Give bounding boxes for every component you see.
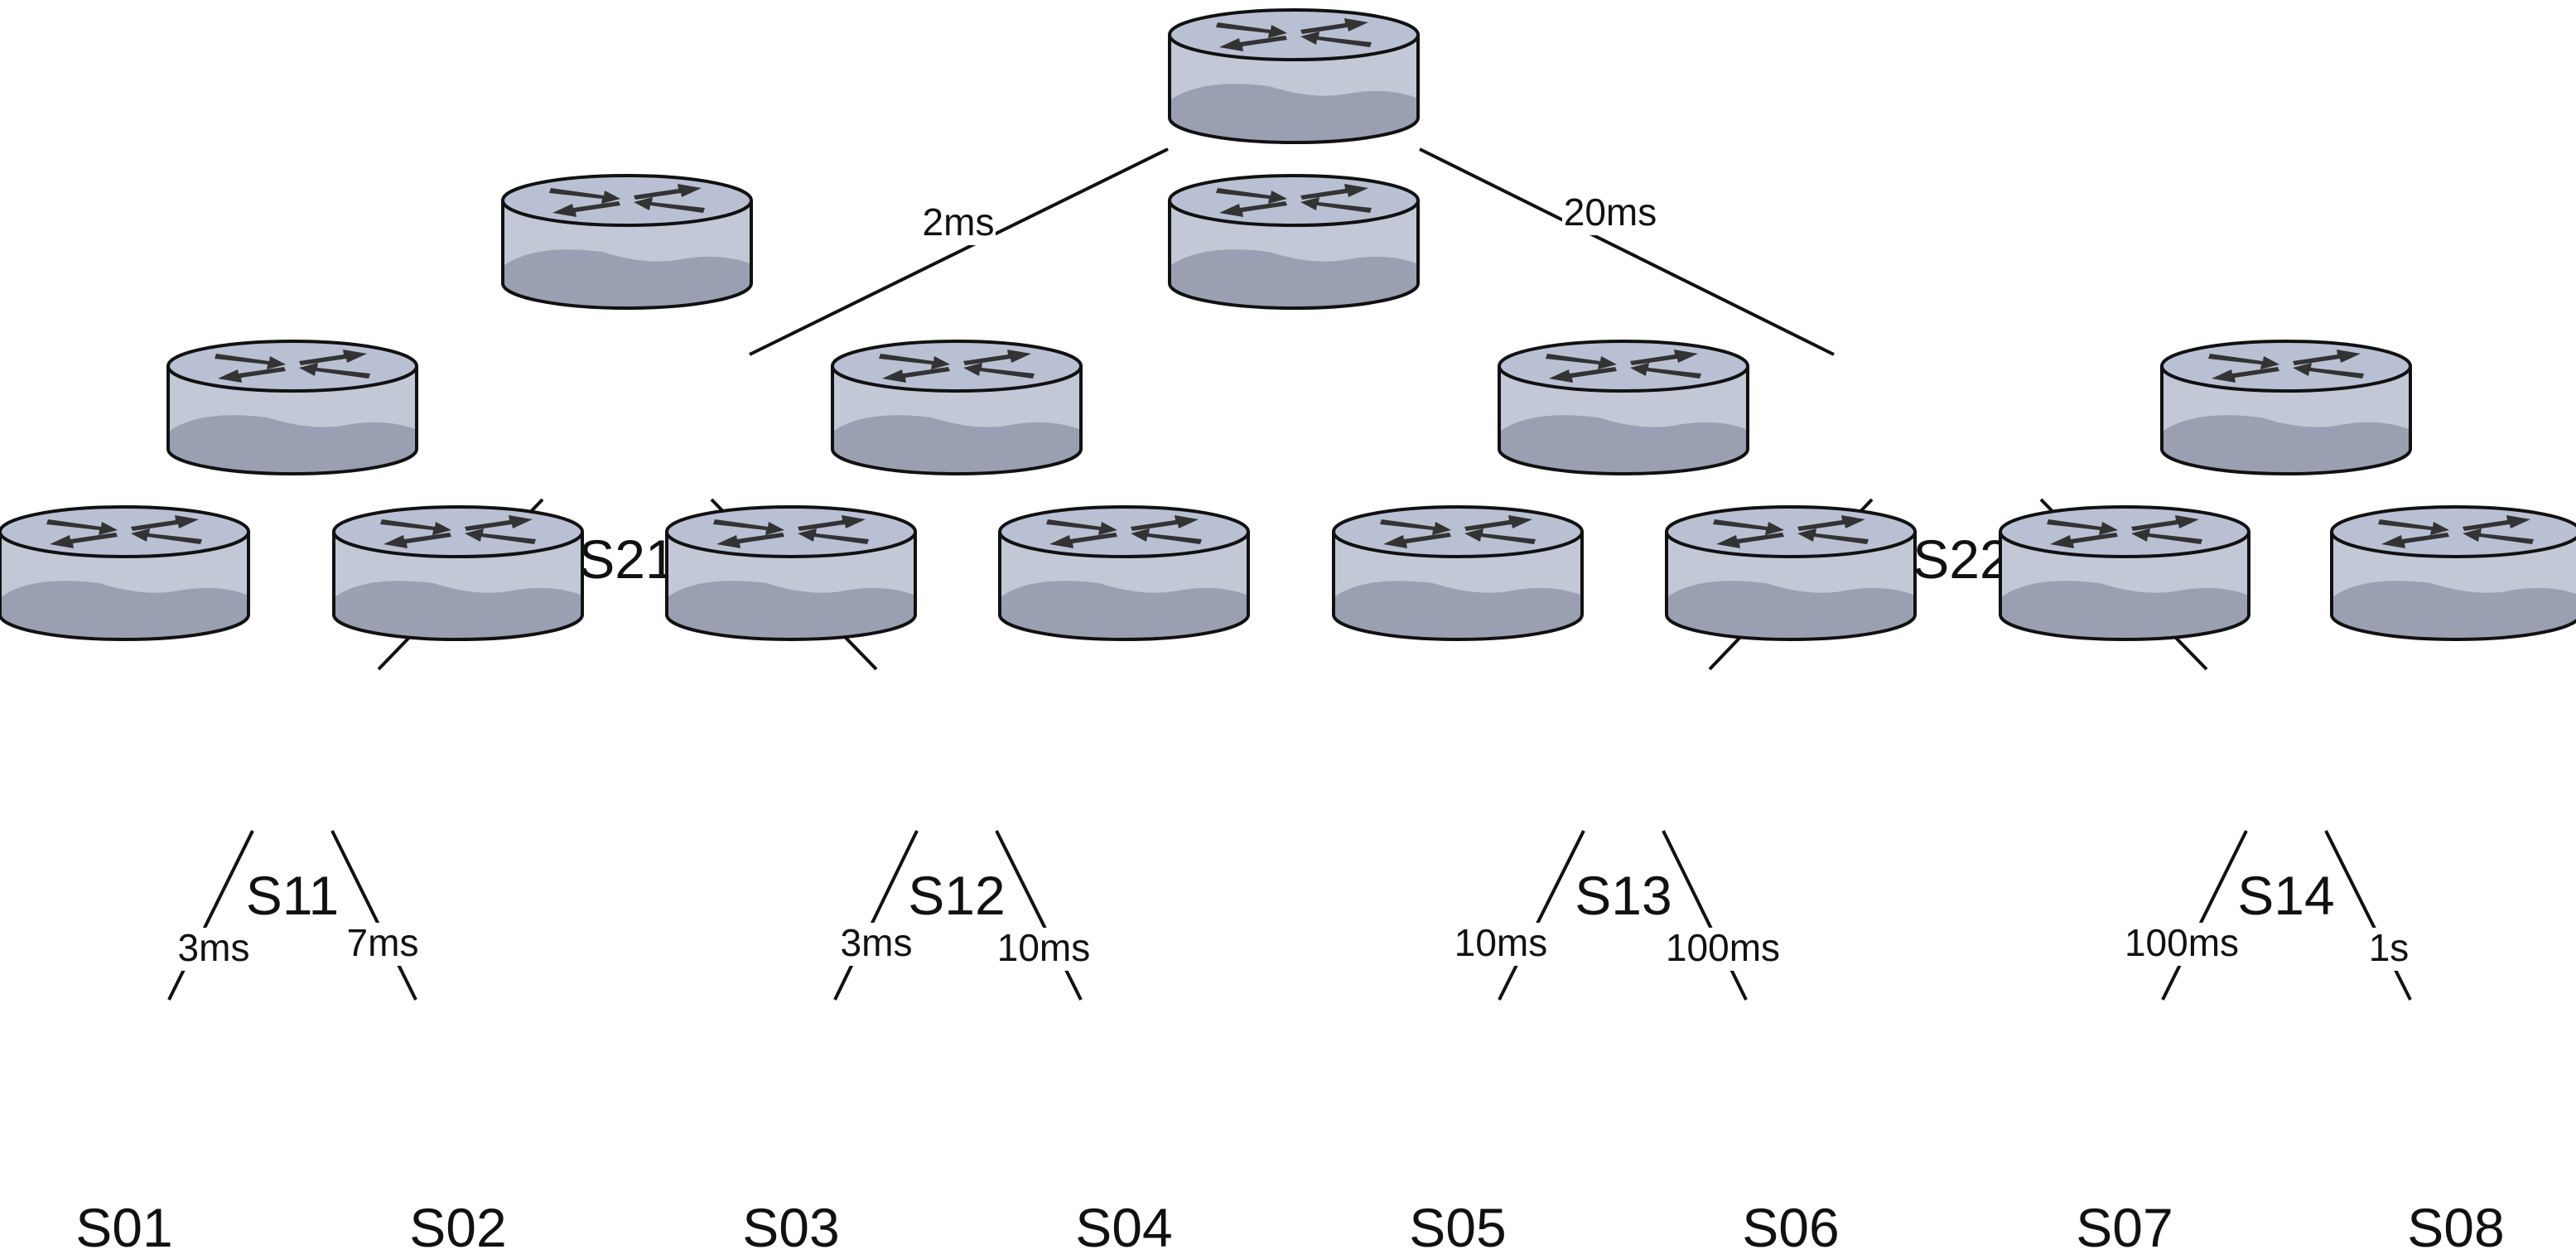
latency-label-s11-s02: 7ms: [347, 921, 419, 964]
node-label-s08: S08: [2407, 1197, 2504, 1258]
link-s12-s04: [995, 830, 1083, 1001]
node-label-s11: S11: [246, 865, 340, 926]
node-label-s01: S01: [75, 1197, 172, 1258]
router-icon: [166, 340, 418, 475]
link-s14-s08: [2324, 830, 2412, 1001]
router-icon: [1665, 505, 1917, 641]
router-icon: [332, 505, 584, 641]
node-label-s12: S12: [908, 865, 1005, 926]
link-s13-s05: [1498, 830, 1585, 1001]
node-label-s22: S22: [1913, 528, 2009, 590]
router-icon: [1999, 505, 2250, 641]
latency-label-background: [996, 928, 1092, 971]
latency-label-background: [345, 923, 420, 966]
link-s13-s06: [1662, 830, 1748, 1001]
latency-label-background: [1453, 923, 1549, 966]
latency-label-s11-s01: 3ms: [178, 926, 250, 969]
node-label-s21: S21: [578, 528, 675, 590]
latency-label-background: [1562, 192, 1658, 235]
link-s31-s22: [1419, 147, 1835, 356]
router-icon: [831, 340, 1083, 475]
link-s14-s07: [2161, 830, 2248, 1001]
link-s11-s01: [167, 830, 254, 1001]
latency-label-background: [2362, 928, 2415, 971]
node-label-s06: S06: [1742, 1197, 1839, 1258]
node-label-s07: S07: [2076, 1197, 2173, 1258]
nodes-layer: S31S21S22S11S12S13S14S01S02S03S04S05S06S…: [0, 8, 2576, 1258]
router-icon: [1498, 340, 1749, 475]
node-label-s02: S02: [409, 1197, 506, 1258]
latency-label-background: [2123, 923, 2241, 966]
latency-label-s31-s22: 20ms: [1564, 191, 1657, 234]
link-s11-s02: [330, 830, 417, 1001]
node-label-s04: S04: [1075, 1197, 1172, 1258]
link-s31-s21: [749, 147, 1169, 356]
latency-label-background: [176, 928, 251, 971]
latency-label-s13-s06: 100ms: [1666, 926, 1780, 969]
node-label-s05: S05: [1409, 1197, 1506, 1258]
latency-label-s14-s08: 1s: [2369, 926, 2410, 969]
node-label-s13: S13: [1575, 865, 1672, 926]
latency-label-s12-s03: 3ms: [841, 921, 913, 964]
router-icon: [1168, 174, 1420, 310]
router-icon: [501, 174, 753, 310]
router-icon: [2160, 340, 2412, 475]
latency-label-background: [1664, 928, 1782, 971]
latency-label-background: [839, 923, 914, 966]
latency-label-s12-s04: 10ms: [997, 926, 1090, 969]
node-label-s03: S03: [742, 1197, 839, 1258]
latency-label-s31-s21: 2ms: [923, 200, 995, 244]
router-icon: [998, 505, 1250, 641]
link-s12-s03: [833, 830, 919, 1001]
router-icon: [2330, 505, 2576, 641]
latency-label-s13-s05: 10ms: [1454, 921, 1547, 964]
latency-label-background: [921, 202, 996, 245]
router-icon: [665, 505, 917, 641]
router-icon: [1332, 505, 1584, 641]
router-icon: [1168, 8, 1420, 144]
router-icon: [0, 505, 250, 641]
latency-label-s14-s07: 100ms: [2125, 921, 2239, 964]
node-label-s14: S14: [2237, 865, 2334, 926]
